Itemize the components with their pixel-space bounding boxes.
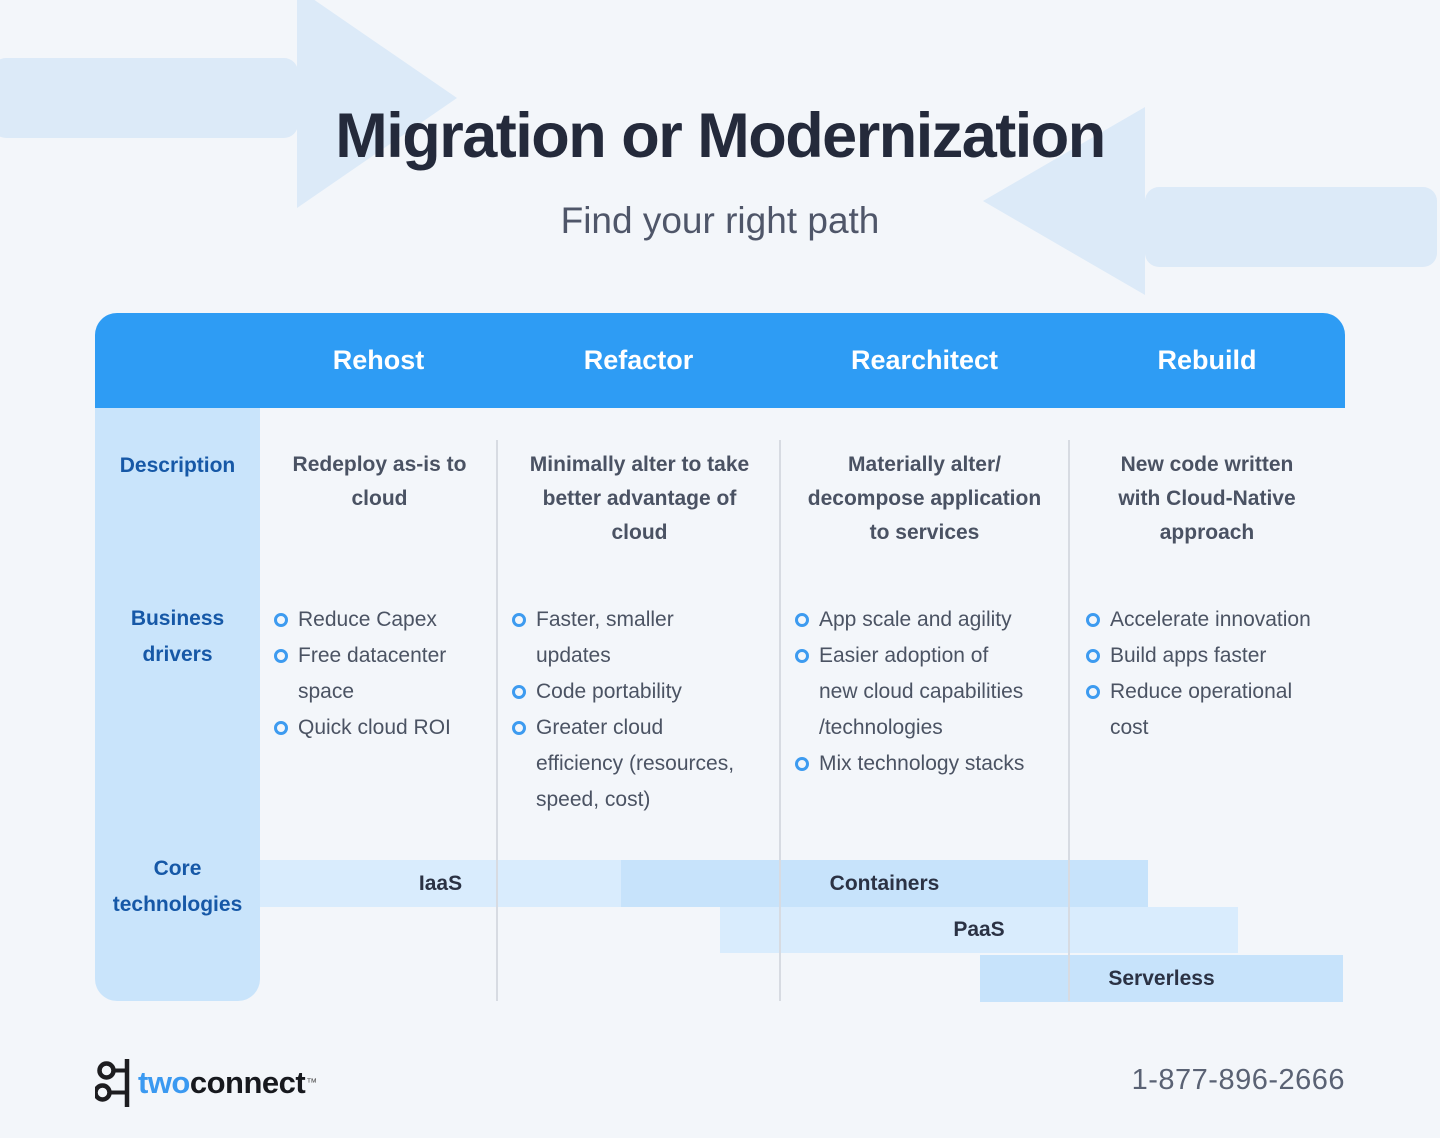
driver-item: Accelerate innovation [1086,602,1336,638]
driver-item: Build apps faster [1086,638,1336,674]
background-arrow-left-head-icon [983,107,1145,295]
logo-text-connect: connect [189,1065,306,1100]
tech-bar-serverless: Serverless [980,955,1343,1002]
column-header-rebuild: Rebuild [1157,345,1257,375]
driver-item: Quick cloud ROI [274,710,489,746]
driver-item: Mix technology stacks [795,746,1057,782]
drivers-list-refactor: Faster, smaller updates Code portability… [512,602,762,818]
tech-bar-containers: Containers [621,860,1148,907]
row-label-core-technologies: Core technologies [112,857,243,916]
description-refactor: Minimally alter to take better advantage… [529,453,750,544]
column-divider [1068,440,1070,1001]
background-arrow-right-icon [0,58,298,138]
tech-bar-iaas: IaaS [260,860,621,907]
row-label-description: Description [119,454,236,477]
driver-item: Reduce operational cost [1086,674,1336,746]
twoconnect-logo-icon [95,1059,130,1107]
driver-item: Easier adoption of new cloud capabilitie… [795,638,1057,746]
column-divider [779,440,781,1001]
description-rearchitect: Materially alter/ decompose application … [807,453,1042,544]
driver-item: Code portability [512,674,762,710]
column-divider [496,440,498,1001]
driver-item: Free datacenter space [274,638,489,710]
logo-text-two: two [138,1065,190,1100]
row-label-business-drivers: Business drivers [130,607,225,666]
table-header-row: Rehost Refactor Rearchitect Rebuild [95,313,1345,408]
drivers-list-rebuild: Accelerate innovation Build apps faster … [1086,602,1336,746]
phone-number: 1-877-896-2666 [1131,1064,1345,1096]
row-label-column [95,408,260,1001]
logo-trademark: ™ [306,1077,318,1089]
driver-item: Greater cloud efficiency (resources, spe… [512,710,762,818]
background-arrow-right-head-icon [297,0,457,208]
column-header-rehost: Rehost [332,345,425,375]
driver-item: Reduce Capex [274,602,489,638]
page-title: Migration or Modernization [335,101,1106,171]
background-arrow-left-icon [1145,187,1437,267]
column-header-rearchitect: Rearchitect [850,345,999,375]
column-header-refactor: Refactor [583,345,694,375]
tech-bar-paas: PaaS [720,907,1238,953]
driver-item: App scale and agility [795,602,1057,638]
description-rebuild: New code written with Cloud-Native appro… [1118,453,1296,544]
drivers-list-rearchitect: App scale and agility Easier adoption of… [795,602,1057,782]
drivers-list-rehost: Reduce Capex Free datacenter space Quick… [274,602,489,746]
page-subtitle: Find your right path [560,200,880,241]
driver-item: Faster, smaller updates [512,602,762,674]
description-rehost: Redeploy as-is to cloud [292,453,467,510]
